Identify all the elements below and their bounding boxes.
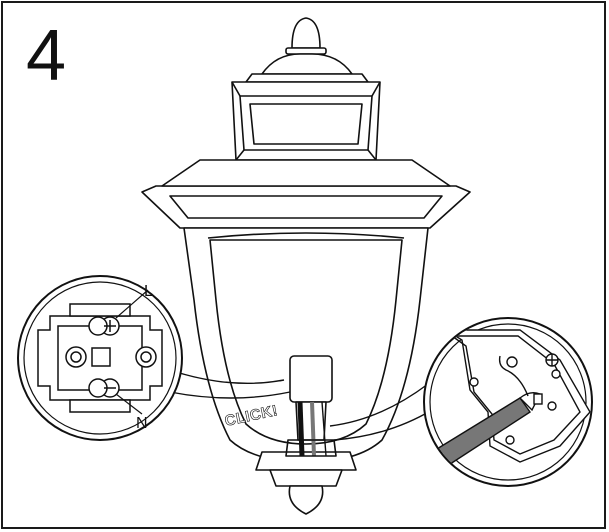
callout-pointer-right bbox=[329, 383, 433, 441]
terminal-housing bbox=[289, 355, 333, 403]
lantern-brim bbox=[141, 185, 471, 229]
lantern-base bbox=[255, 451, 357, 471]
cable-wire bbox=[498, 355, 529, 397]
finial-collar bbox=[285, 47, 327, 55]
bottom-finial bbox=[288, 485, 324, 515]
live-label: L bbox=[144, 283, 153, 300]
terminal-callout: L N bbox=[17, 275, 291, 441]
feed-wire-grey bbox=[310, 401, 316, 457]
lantern bbox=[141, 17, 471, 515]
neutral-label: N bbox=[136, 415, 148, 432]
cable-entry-callout bbox=[329, 317, 593, 487]
roof-cap bbox=[261, 53, 353, 75]
step-number: 4 bbox=[26, 16, 67, 96]
callout-pointer-left bbox=[169, 369, 291, 399]
feed-wire-black bbox=[297, 401, 305, 457]
top-finial bbox=[291, 17, 321, 49]
terminal-block bbox=[37, 315, 163, 401]
roof-dome bbox=[231, 81, 381, 161]
